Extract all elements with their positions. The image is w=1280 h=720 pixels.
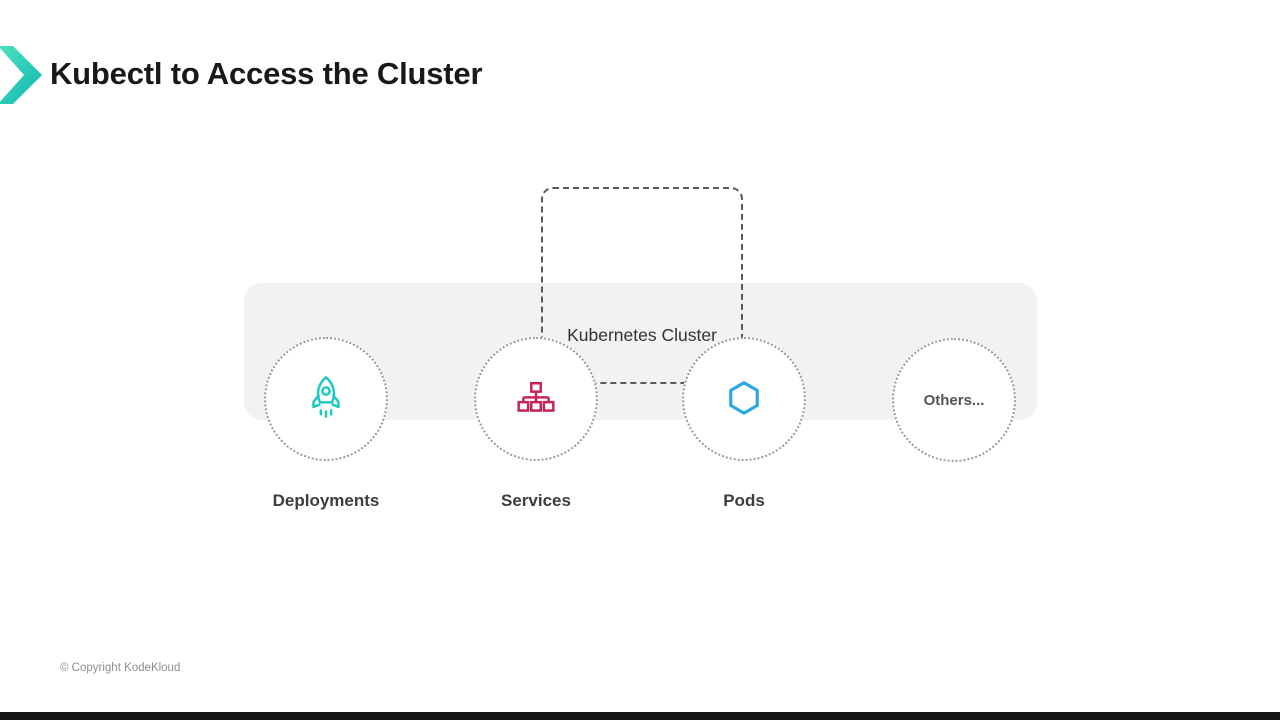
others-circle: Others... <box>892 338 1016 462</box>
page-title: Kubectl to Access the Cluster <box>50 56 483 91</box>
pods-label: Pods <box>723 491 765 510</box>
others-label: Others... <box>923 391 985 409</box>
kubernetes-cluster-label: Kubernetes Cluster <box>567 325 717 345</box>
rocket-icon <box>312 376 340 418</box>
deployments-label: Deployments <box>272 491 380 510</box>
pods-circle <box>682 337 806 461</box>
hexagon-icon <box>729 381 759 415</box>
title-chevron-icon <box>0 46 42 104</box>
deployments-circle <box>264 337 388 461</box>
services-label: Services <box>501 491 571 510</box>
copyright-footer: © Copyright KodeKloud <box>60 662 181 674</box>
kubernetes-cluster-box <box>541 187 743 384</box>
bottom-bar <box>0 712 1280 720</box>
sitemap-icon <box>517 381 555 412</box>
services-circle <box>474 337 598 461</box>
